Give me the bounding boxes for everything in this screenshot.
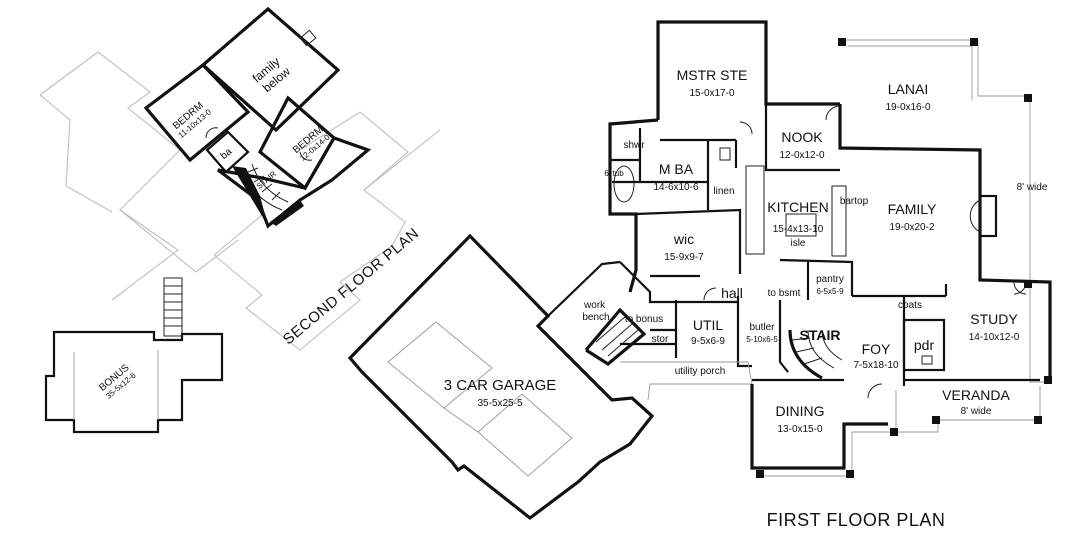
- m-ba-dim: 14-6x10-6: [653, 182, 698, 193]
- tub-label: 6' tub: [604, 169, 624, 178]
- foy-name: FOY: [862, 341, 891, 357]
- util-dim: 9-5x6-9: [691, 336, 725, 347]
- to-bonus-label: to bonus: [625, 314, 663, 325]
- work-bench-label: work bench: [582, 300, 609, 323]
- butler-name: butler: [749, 322, 775, 333]
- util-name: UTIL: [693, 317, 724, 333]
- main-stair-label: STAIR: [800, 327, 841, 343]
- work-bench-line-1: work: [583, 300, 606, 311]
- family-dim: 19-0x20-2: [889, 222, 934, 233]
- nook-dim: 12-0x12-0: [779, 150, 824, 161]
- bartop-label: bartop: [840, 196, 869, 207]
- work-bench-line-2: bench: [582, 312, 609, 323]
- first-floor-walls: [547, 20, 1052, 478]
- foy-dim: 7-5x18-10: [853, 360, 898, 371]
- lanai-side-width-label: 8' wide: [1017, 182, 1048, 193]
- shwr-label: shwr: [623, 140, 645, 151]
- linen-label: linen: [713, 186, 734, 197]
- m-ba-name: M BA: [659, 161, 694, 177]
- family-below-label: family below: [250, 52, 295, 96]
- isle-label: isle: [790, 238, 805, 249]
- study-dim: 14-10x12-0: [969, 332, 1020, 343]
- garage-dim: 35-5x25-5: [477, 398, 522, 409]
- dining-name: DINING: [776, 403, 825, 419]
- pantry-dim: 6-5x5-9: [816, 287, 844, 296]
- second-floor-roof-outline: [39, 51, 441, 351]
- veranda-dim: 8' wide: [961, 406, 992, 417]
- veranda-name: VERANDA: [942, 387, 1010, 403]
- bonus-room: [44, 277, 224, 434]
- pantry-name: pantry: [816, 274, 844, 285]
- pdr-label: pdr: [914, 337, 935, 353]
- garage-name: 3 CAR GARAGE: [444, 377, 557, 394]
- wic-name: wic: [673, 231, 694, 247]
- second-floor-plan: [143, 6, 372, 229]
- kitchen-dim: 15-4x13-10: [773, 224, 824, 235]
- study-name: STUDY: [970, 311, 1018, 327]
- second-floor-plan-title: SECOND FLOOR PLAN: [280, 225, 423, 349]
- garage: [347, 233, 655, 521]
- stor-label: stor: [652, 334, 669, 345]
- bonus-label-group: BONUS 35-5x12-6: [97, 362, 138, 401]
- butler-dim: 5-10x6-5: [746, 335, 778, 344]
- first-floor-plan-title: FIRST FLOOR PLAN: [767, 510, 946, 530]
- family-name: FAMILY: [888, 201, 937, 217]
- dining-dim: 13-0x15-0: [777, 424, 822, 435]
- coats-label: coats: [898, 300, 922, 311]
- second-floor-ba-label: ba: [219, 146, 235, 162]
- mstr-ste-dim: 15-0x17-0: [689, 88, 734, 99]
- nook-name: NOOK: [781, 129, 823, 145]
- hall-label: hall: [721, 285, 743, 301]
- wic-dim: 15-9x9-7: [664, 252, 704, 263]
- lanai-dim: 19-0x16-0: [885, 102, 930, 113]
- mstr-ste-name: MSTR STE: [677, 67, 748, 83]
- to-bsmt-label: to bsmt: [768, 288, 801, 299]
- utility-porch-label: utility porch: [675, 366, 726, 377]
- lanai-name: LANAI: [888, 81, 928, 97]
- kitchen-name: KITCHEN: [767, 199, 828, 215]
